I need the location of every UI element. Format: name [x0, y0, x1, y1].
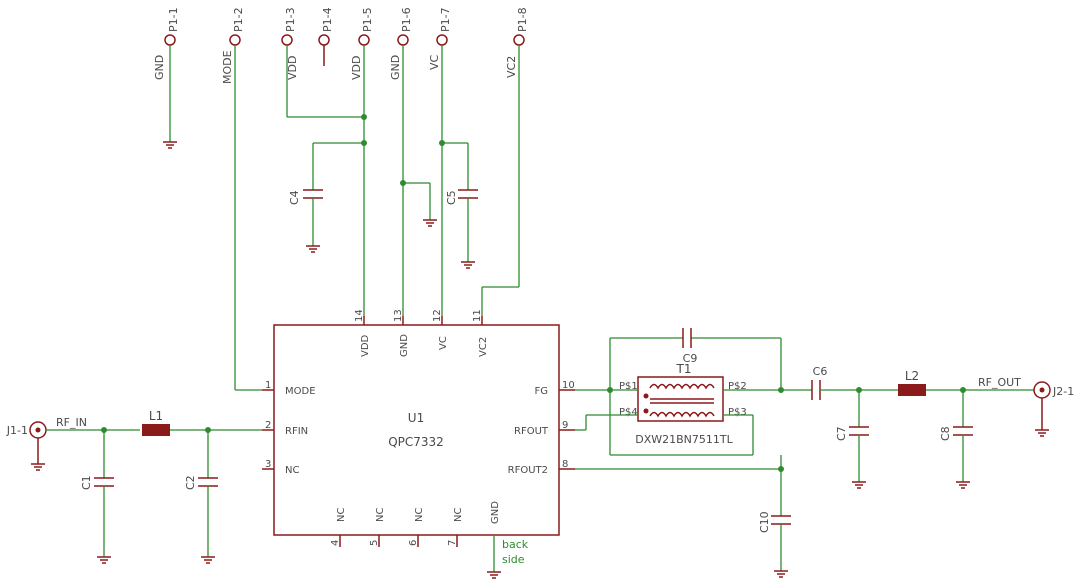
u1-pin-gnd-bottom: GND [490, 501, 501, 524]
u1-pin-rfin: RFIN [285, 426, 308, 437]
net-rfout [575, 414, 754, 455]
u1-pin-nc-7: NC [453, 508, 464, 522]
capacitor-c6: C6 [811, 365, 898, 400]
u1-pin-5-num: 5 [369, 540, 380, 546]
u1-pin-13-num: 13 [393, 309, 404, 322]
backside-note-line1: back [502, 538, 529, 551]
capacitor-c1: C1 [80, 427, 114, 564]
u1-pin-nc-5: NC [375, 508, 386, 522]
p1-8-net: VC2 [505, 56, 518, 78]
u1-pin-vdd: VDD [360, 334, 371, 357]
t1-pin-p3: P$3 [728, 407, 747, 418]
c1-label: C1 [80, 475, 93, 490]
p1-8-ref: P1-8 [516, 7, 529, 32]
c8-label: C8 [939, 426, 952, 441]
u1-pin-2-num: 2 [265, 420, 271, 431]
c5-label: C5 [445, 190, 458, 205]
u1-pin-vc: VC [438, 336, 449, 350]
c2-label: C2 [184, 475, 197, 490]
u1-pin-rfout: RFOUT [514, 426, 549, 437]
connector-p1-1: P1-1 GND [153, 7, 180, 149]
inductor-l1: L1 [142, 409, 262, 436]
u1-pin-nc-6: NC [414, 508, 425, 522]
p1-3-ref: P1-3 [284, 7, 297, 32]
p1-1-ref: P1-1 [167, 7, 180, 32]
connector-p1-5: P1-5 VDD [350, 7, 374, 316]
p1-4-ref: P1-4 [321, 7, 334, 32]
l1-label: L1 [149, 409, 163, 423]
p1-1-net: GND [153, 55, 166, 80]
connector-p1-3: P1-3 VDD [281, 7, 364, 118]
connector-p1-2: P1-2 MODE [221, 7, 262, 391]
t1-pin-p4: P$4 [619, 407, 638, 418]
connector-p1-8: P1-8 VC2 [481, 7, 529, 316]
capacitor-c8: C8 [939, 387, 973, 489]
p1-6-ref: P1-6 [400, 7, 413, 32]
connector-p1-7: P1-7 VC [428, 7, 452, 316]
p1-2-net: MODE [221, 50, 234, 84]
p1-5-ref: P1-5 [361, 7, 374, 32]
ic-u1: U1 QPC7332 1 2 3 MODE RFIN NC 10 9 8 FG … [262, 309, 575, 579]
u1-pin-rfout2: RFOUT2 [508, 465, 548, 476]
p1-6-net: GND [389, 55, 402, 80]
inductor-l2: L2 [898, 369, 1034, 396]
c6-label: C6 [813, 365, 828, 378]
u1-pin-nc-3: NC [285, 465, 299, 476]
j1-ref: J1-1 [6, 424, 28, 437]
u1-pin-6-num: 6 [408, 540, 419, 546]
p1-7-net: VC [428, 54, 441, 70]
u1-pin-nc-4: NC [336, 508, 347, 522]
c10-label: C10 [758, 511, 771, 533]
transformer-t1: T1 DXW21BN7511TL P$1 P$2 P$4 P$3 [619, 362, 747, 446]
backside-note-line2: side [502, 553, 525, 566]
t1-value: DXW21BN7511TL [635, 433, 733, 446]
u1-pin-fg: FG [534, 386, 548, 397]
connector-j1-1: J1-1 RF_IN [6, 416, 140, 471]
capacitor-c10: C10 [575, 455, 791, 578]
capacitor-c4: C4 [288, 142, 364, 253]
p1-7-ref: P1-7 [439, 7, 452, 32]
capacitor-c9: C9 [682, 328, 698, 365]
t1-pin-p1: P$1 [619, 381, 638, 392]
u1-pin-12-num: 12 [432, 309, 443, 322]
u1-pin-10-num: 10 [562, 380, 575, 391]
connector-j2-1: J2-1 RF_OUT [978, 376, 1074, 437]
c4-label: C4 [288, 190, 301, 205]
net-fg [575, 337, 782, 456]
t1-pin-p2: P$2 [728, 381, 747, 392]
u1-pin-vc2: VC2 [478, 337, 489, 357]
u1-pin-11-num: 11 [472, 309, 483, 322]
u1-value: QPC7332 [388, 435, 444, 449]
j2-ref: J2-1 [1052, 385, 1074, 398]
l2-label: L2 [905, 369, 919, 383]
rf-in-net: RF_IN [56, 416, 87, 429]
t1-ref: T1 [676, 362, 692, 376]
junctions-rails [361, 114, 445, 186]
p1-2-ref: P1-2 [232, 7, 245, 32]
u1-pin-1-num: 1 [265, 380, 271, 391]
u1-pin-8-num: 8 [562, 459, 568, 470]
p1-5-net: VDD [350, 56, 363, 80]
capacitor-c7: C7 [835, 387, 869, 489]
connector-p1-4: P1-4 [318, 7, 334, 66]
u1-pin-gnd-top: GND [399, 334, 410, 357]
net-output [723, 387, 812, 393]
u1-ref: U1 [408, 411, 424, 425]
connector-p1-6: P1-6 GND [389, 7, 437, 316]
p1-3-net: VDD [286, 56, 299, 80]
u1-pin-7-num: 7 [447, 540, 458, 546]
capacitor-c2: C2 [184, 427, 218, 564]
rf-out-net: RF_OUT [978, 376, 1021, 389]
u1-pin-9-num: 9 [562, 420, 568, 431]
u1-pin-mode: MODE [285, 386, 316, 397]
c9-label: C9 [683, 352, 698, 365]
u1-pin-14-num: 14 [354, 309, 365, 322]
u1-pin-4-num: 4 [330, 540, 341, 546]
capacitor-c5: C5 [442, 142, 478, 269]
u1-pin-3-num: 3 [265, 459, 271, 470]
c7-label: C7 [835, 426, 848, 441]
